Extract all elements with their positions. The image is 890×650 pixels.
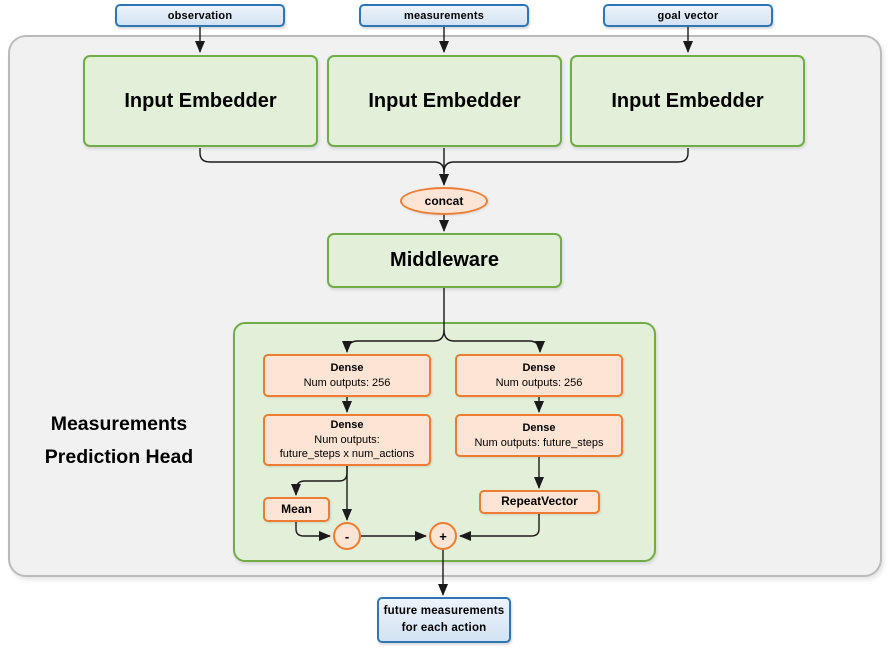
dense-num-outputs: Num outputs: 256: [495, 376, 583, 389]
middleware-label: Middleware: [390, 249, 499, 271]
dense-title: Dense: [330, 361, 364, 374]
input-embedder-goal-vector: Input Embedder: [570, 55, 805, 147]
mean-node: Mean: [263, 497, 330, 522]
input-embedder-measurements: Input Embedder: [327, 55, 562, 147]
repeat-vector-label: RepeatVector: [501, 494, 578, 509]
middleware-node: Middleware: [327, 233, 562, 288]
dense-num-outputs: Num outputs: 256: [303, 376, 391, 389]
output-node-future-measurements: future measurements for each action: [377, 597, 511, 643]
concat-node: concat: [400, 187, 488, 215]
dense-num-outputs-value: future_steps x num_actions: [279, 448, 415, 461]
input-embedder-label: Input Embedder: [124, 89, 277, 112]
dense-title: Dense: [522, 421, 556, 434]
add-operator-label: +: [439, 528, 447, 544]
input-embedder-observation: Input Embedder: [83, 55, 318, 147]
input-node-measurements: measurements: [359, 4, 529, 27]
mean-label: Mean: [281, 501, 312, 516]
input-node-measurements-label: measurements: [403, 9, 485, 22]
input-node-observation: observation: [115, 4, 285, 27]
add-operator-node: +: [429, 522, 457, 550]
dense-title: Dense: [522, 361, 556, 374]
output-node-line2: for each action: [401, 622, 487, 634]
repeat-vector-node: RepeatVector: [479, 490, 600, 514]
input-node-observation-label: observation: [167, 9, 233, 22]
input-embedder-label: Input Embedder: [368, 89, 521, 112]
input-node-goal-vector: goal vector: [603, 4, 773, 27]
dense-future-steps-num-actions: Dense Num outputs: future_steps x num_ac…: [263, 414, 431, 466]
dense-future-steps: Dense Num outputs: future_steps: [455, 414, 623, 457]
input-node-goal-vector-label: goal vector: [657, 9, 719, 22]
dense-num-outputs: Num outputs:: [314, 433, 380, 446]
dense-title: Dense: [330, 419, 364, 432]
prediction-head-title: Measurements Prediction Head: [18, 408, 220, 474]
dense-expected-256: Dense Num outputs: 256: [455, 354, 623, 397]
dense-actions-256: Dense Num outputs: 256: [263, 354, 431, 397]
prediction-head-title-line1: Measurements: [50, 413, 188, 435]
subtract-operator-node: -: [333, 522, 361, 550]
dense-num-outputs: Num outputs: future_steps: [474, 436, 604, 449]
prediction-head-title-line2: Prediction Head: [44, 446, 194, 468]
subtract-operator-label: -: [344, 528, 350, 544]
input-embedder-label: Input Embedder: [611, 89, 764, 112]
concat-label: concat: [424, 194, 464, 208]
output-node-line1: future measurements: [383, 604, 505, 617]
